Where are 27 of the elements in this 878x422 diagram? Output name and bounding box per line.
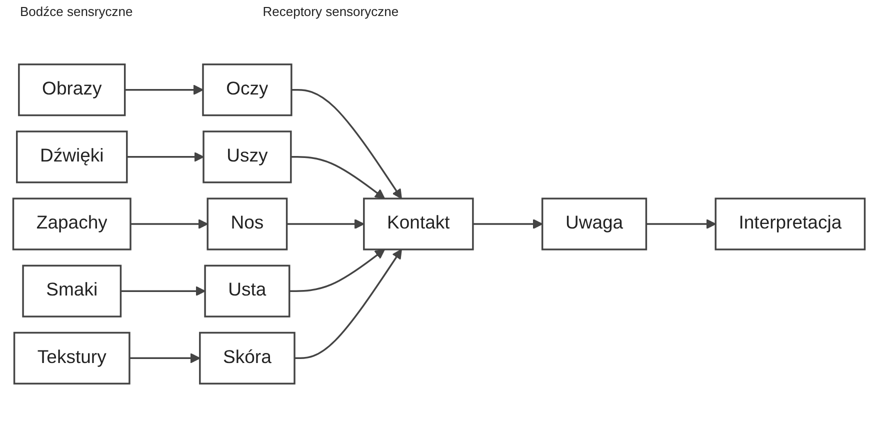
- arrow: [286, 218, 364, 230]
- arrow: [126, 152, 204, 162]
- node-box: Usta: [204, 264, 290, 318]
- node-box: Tekstury: [13, 332, 130, 384]
- arrow: [290, 156, 386, 200]
- arrow: [294, 248, 402, 360]
- node-box: Zapachy: [12, 198, 132, 250]
- node-box: Nos: [206, 198, 288, 250]
- node-box: Smaki: [22, 264, 122, 318]
- arrow: [291, 88, 402, 200]
- arrow: [472, 218, 543, 230]
- node-box: Oczy: [202, 64, 292, 116]
- column-heading: Bodźce sensryczne: [20, 4, 133, 21]
- node-box: Kontakt: [363, 198, 474, 250]
- arrow: [124, 84, 204, 95]
- node-box: Uwaga: [541, 198, 648, 250]
- arrow: [129, 353, 200, 364]
- node-box: Obrazy: [18, 64, 126, 116]
- node-box: Uszy: [202, 130, 292, 184]
- node-box: Dźwięki: [16, 130, 128, 184]
- arrow: [289, 248, 386, 292]
- arrow: [130, 218, 208, 230]
- column-heading: Receptory sensoryczne: [262, 4, 399, 21]
- node-box: Interpretacja: [714, 198, 866, 250]
- arrow: [646, 218, 716, 230]
- node-box: Skóra: [199, 332, 296, 384]
- arrow: [120, 286, 206, 296]
